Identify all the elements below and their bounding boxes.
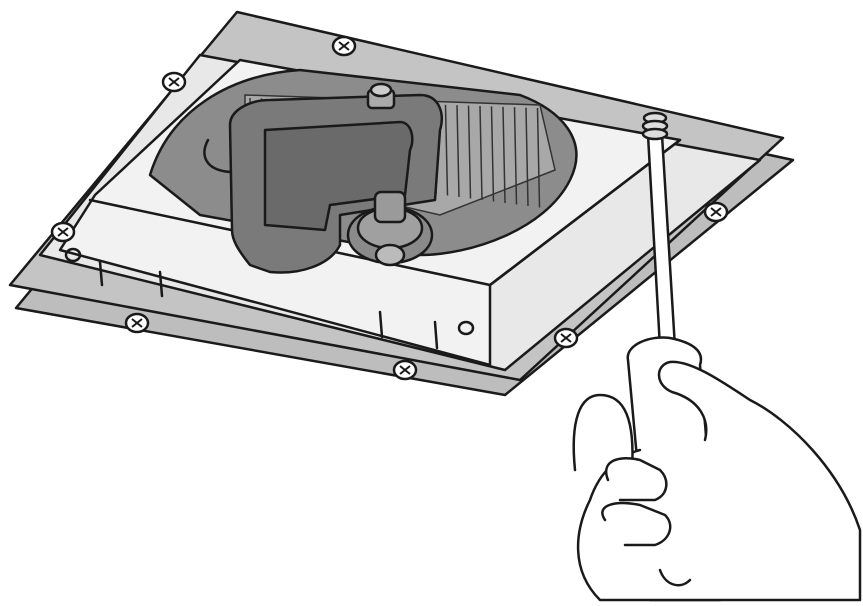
bracket-tab [203, 138, 232, 174]
screw-icon [703, 201, 729, 223]
blower-vane [444, 104, 449, 196]
hand [572, 360, 862, 602]
motor-bracket-face [263, 120, 414, 232]
housing-slots [64, 247, 475, 350]
screw-icon [50, 221, 76, 243]
housing-edge [488, 138, 682, 287]
blower-vane [456, 105, 460, 198]
blower-vane [513, 107, 518, 205]
screw-icon [331, 35, 357, 57]
motor-hub [346, 190, 434, 267]
screw-icon [392, 359, 418, 381]
mounting-screws [50, 35, 729, 381]
top-bolt [366, 82, 396, 110]
blower-vane [490, 106, 495, 202]
screw-icon [553, 327, 579, 349]
blower-vane [502, 106, 506, 204]
screw-icon [161, 71, 187, 93]
screw-icon [124, 312, 150, 334]
blower-vane [479, 105, 483, 201]
blower-vane [525, 107, 529, 207]
blower-vane [467, 105, 472, 199]
blower-vane [536, 107, 541, 208]
